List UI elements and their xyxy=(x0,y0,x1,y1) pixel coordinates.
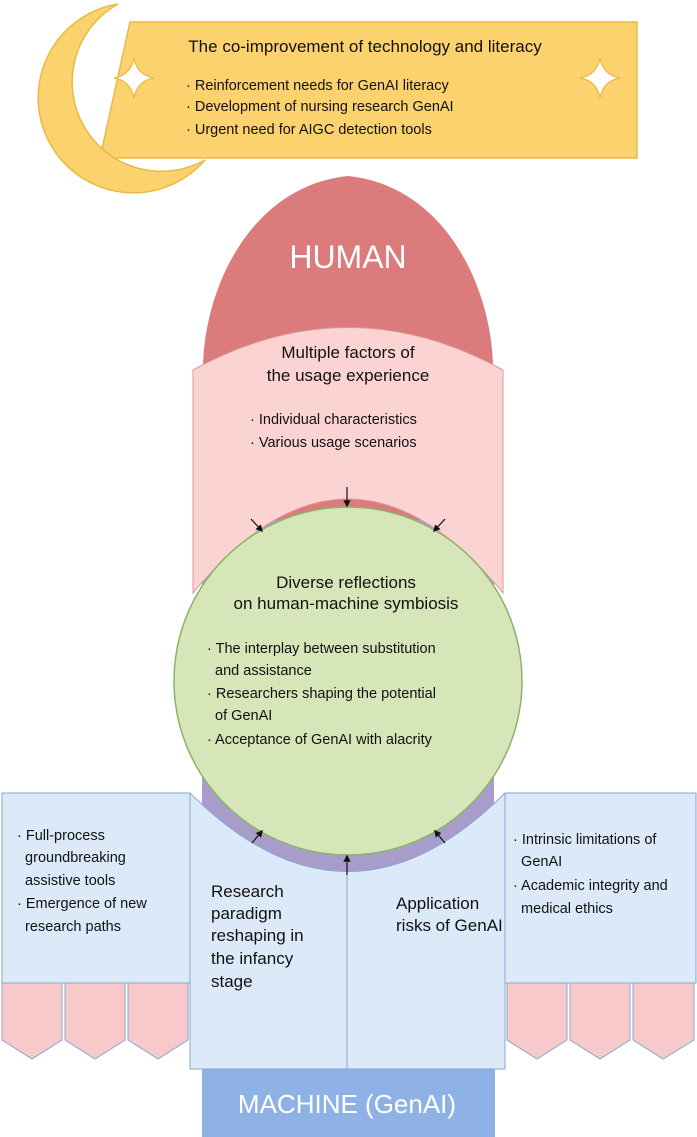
usage-experience-box: Multiple factors of the usage experience… xyxy=(192,327,504,595)
banner-item: · Urgent need for AIGC detection tools xyxy=(186,122,432,138)
paradigm-title-line: Research xyxy=(211,882,284,901)
pennant xyxy=(506,982,568,1060)
right-box-item-line: · Academic integrity and xyxy=(513,878,668,894)
banner-item: · Reinforcement needs for GenAI literacy xyxy=(186,78,449,94)
paradigm-title-line: stage xyxy=(211,972,253,991)
arrow-down-left xyxy=(250,518,263,533)
arrow-up-right xyxy=(434,829,446,844)
left-box-item-line: · Emergence of new xyxy=(17,896,147,912)
usage-title-line: Multiple factors of xyxy=(281,343,414,362)
pennant xyxy=(127,982,189,1060)
machine-label: MACHINE (GenAI) xyxy=(238,1089,456,1119)
sparkle-star-icon-left xyxy=(113,57,155,99)
usage-experience-shape xyxy=(192,327,504,595)
bottom-wing-shape xyxy=(1,792,697,1070)
pennant xyxy=(1,982,63,1060)
usage-item: · Individual characteristics xyxy=(250,412,417,428)
sparkle-star-icon-right xyxy=(579,57,621,99)
crescent-moon-icon xyxy=(37,3,206,194)
right-box: · Intrinsic limitations of GenAI · Acade… xyxy=(513,832,668,917)
right-pennants xyxy=(506,982,695,1060)
paradigm-title-line: the infancy xyxy=(211,949,294,968)
right-box-item-line: GenAI xyxy=(513,854,562,870)
arrow-up-left xyxy=(251,829,263,844)
risks-title-line: Application xyxy=(396,894,479,913)
usage-item: · Various usage scenarios xyxy=(250,435,417,451)
human-label: HUMAN xyxy=(289,239,406,275)
left-box-item-line: groundbreaking xyxy=(17,850,126,866)
banner-item: · Development of nursing research GenAI xyxy=(186,99,454,115)
banner-ribbon xyxy=(99,21,638,159)
research-paradigm-block: Research paradigm reshaping in the infan… xyxy=(211,882,304,991)
left-box-item-line: assistive tools xyxy=(17,873,115,889)
paradigm-title-line: paradigm xyxy=(211,904,282,923)
symbiosis-circle: Diverse reflections on human-machine sym… xyxy=(173,506,523,856)
right-box-item-line: · Intrinsic limitations of xyxy=(513,832,657,848)
arrows xyxy=(250,487,446,875)
banner: The co-improvement of technology and lit… xyxy=(37,3,638,194)
symbiosis-item-line: · Researchers shaping the potential xyxy=(207,686,436,702)
right-box-item-line: medical ethics xyxy=(513,901,613,917)
arrow-down-right xyxy=(433,518,446,533)
symbiosis-circle-shape xyxy=(173,506,523,856)
pennant xyxy=(632,982,695,1060)
left-box-item-line: research paths xyxy=(17,919,121,935)
pennant xyxy=(569,982,631,1060)
application-risks-block: Application risks of GenAI xyxy=(396,894,503,935)
paradigm-title-line: reshaping in xyxy=(211,926,304,945)
symbiosis-title-line: on human-machine symbiosis xyxy=(234,594,459,613)
symbiosis-item-line: and assistance xyxy=(207,663,312,679)
symbiosis-item-line: · The interplay between substitution xyxy=(207,641,436,657)
left-box: · Full-process groundbreaking assistive … xyxy=(17,828,147,935)
symbiosis-item-line: of GenAI xyxy=(207,708,272,724)
left-pennants xyxy=(1,982,189,1060)
symbiosis-title-line: Diverse reflections xyxy=(276,573,416,592)
pennant xyxy=(64,982,126,1060)
left-box-item-line: · Full-process xyxy=(17,828,105,844)
banner-title: The co-improvement of technology and lit… xyxy=(188,37,542,56)
usage-title-line: the usage experience xyxy=(267,366,430,385)
risks-title-line: risks of GenAI xyxy=(396,916,503,935)
symbiosis-item-line: · Acceptance of GenAI with alacrity xyxy=(207,732,433,748)
